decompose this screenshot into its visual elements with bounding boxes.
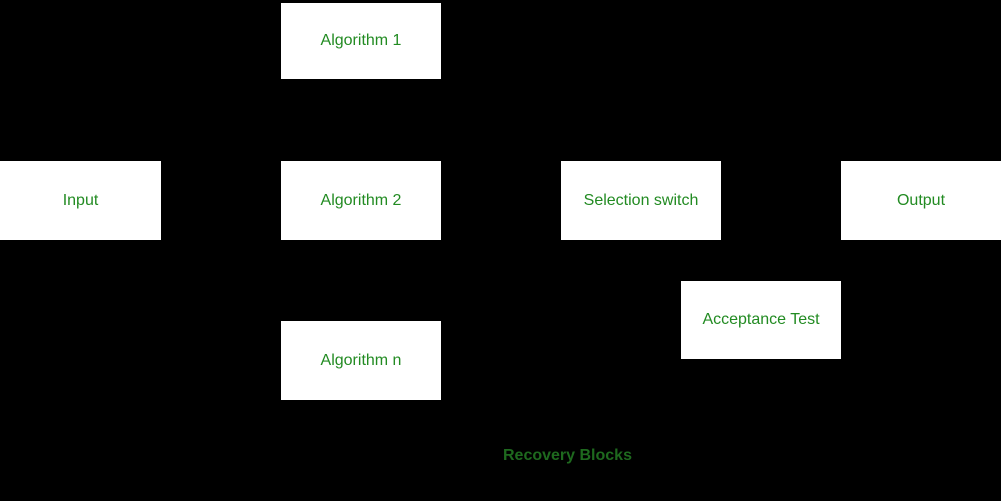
box-output-label: Output (896, 191, 946, 209)
box-algorithm-2: Algorithm 2 (281, 161, 441, 240)
box-selection-switch: Selection switch (561, 161, 721, 240)
box-output: Output (841, 161, 1001, 240)
box-input-label: Input (62, 191, 99, 209)
box-algorithm-1-label: Algorithm 1 (320, 32, 402, 49)
box-algorithm-1: Algorithm 1 (281, 3, 441, 79)
box-input: Input (0, 161, 161, 240)
diagram-caption: Recovery Blocks (503, 447, 632, 464)
box-selection-switch-label: Selection switch (583, 191, 699, 209)
box-acceptance-test-label: Acceptance Test (702, 311, 820, 328)
box-algorithm-n-label: Algorithm n (320, 351, 402, 369)
box-algorithm-n: Algorithm n (281, 321, 441, 400)
box-algorithm-2-label: Algorithm 2 (320, 191, 402, 209)
box-acceptance-test: Acceptance Test (681, 281, 841, 359)
